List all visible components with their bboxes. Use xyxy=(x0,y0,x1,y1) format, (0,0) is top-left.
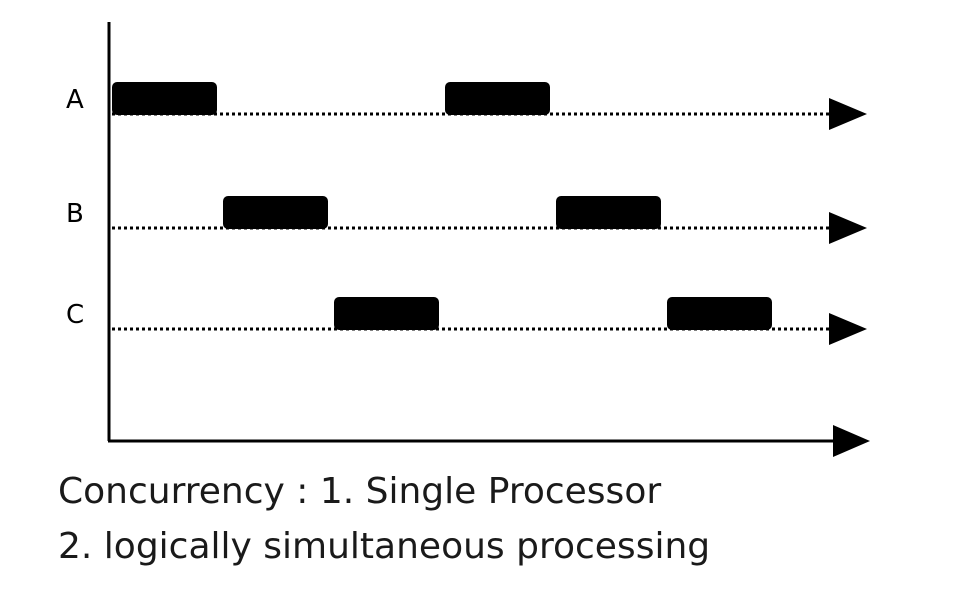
lane-label-c: C xyxy=(66,300,84,330)
axes xyxy=(107,22,870,457)
lanes-layer: A B C xyxy=(66,82,867,345)
task-block-c-1 xyxy=(334,297,439,330)
lane-arrowhead-a xyxy=(829,98,867,130)
caption-line-1: Concurrency : 1. Single Processor xyxy=(58,471,662,512)
task-block-a-2 xyxy=(445,82,550,115)
lane-arrowhead-c xyxy=(829,313,867,345)
task-block-b-1 xyxy=(223,196,328,229)
lane-c: C xyxy=(66,297,867,345)
task-block-b-2 xyxy=(556,196,661,229)
task-block-a-1 xyxy=(112,82,217,115)
lane-b: B xyxy=(66,196,867,244)
lane-label-a: A xyxy=(66,85,84,115)
x-axis-arrowhead xyxy=(833,425,870,457)
lane-arrowhead-b xyxy=(829,212,867,244)
task-block-c-2 xyxy=(667,297,772,330)
lane-a: A xyxy=(66,82,867,130)
caption-line-2: 2. logically simultaneous processing xyxy=(58,526,711,567)
lane-label-b: B xyxy=(66,199,84,229)
